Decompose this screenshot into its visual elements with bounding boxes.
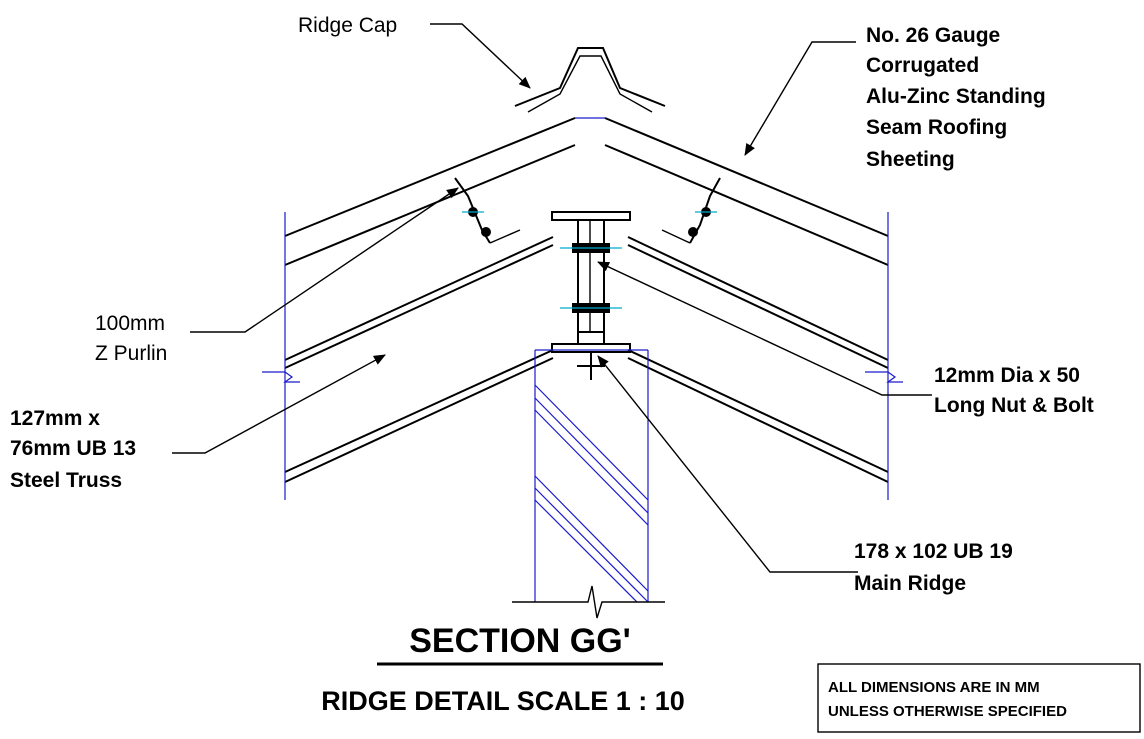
section-title: SECTION GG' (409, 622, 631, 660)
label-sheeting-line1: No. 26 Gauge (866, 24, 1000, 47)
label-sheeting-line5: Sheeting (866, 148, 955, 171)
section-subtitle: RIDGE DETAIL SCALE 1 : 10 (321, 686, 685, 716)
label-sheeting-line2: Corrugated (866, 54, 979, 77)
label-ridge-line1: 178 x 102 UB 19 (854, 540, 1013, 563)
label-truss-line3: Steel Truss (10, 469, 122, 492)
label-ridge-cap: Ridge Cap (298, 14, 397, 37)
break-lines (262, 212, 903, 500)
note-line2: UNLESS OTHERWISE SPECIFIED (828, 703, 1067, 720)
label-truss-line2: 76mm UB 13 (10, 437, 136, 460)
bolts (560, 243, 622, 313)
z-purlin-left (454, 177, 521, 244)
label-purlin-line2: Z Purlin (95, 342, 167, 365)
main-ridge-beam (551, 211, 631, 380)
label-purlin-line1: 100mm (95, 312, 165, 335)
support-column (512, 349, 665, 619)
label-ridge-line2: Main Ridge (854, 572, 966, 595)
roof-sheeting (284, 117, 889, 266)
dimension-note-box (817, 663, 1141, 733)
leader-lines (172, 23, 932, 573)
label-sheeting-line3: Alu-Zinc Standing (866, 85, 1046, 108)
label-sheeting-line4: Seam Roofing (866, 116, 1007, 139)
label-bolt-line1: 12mm Dia x 50 (934, 364, 1080, 387)
z-purlin-right (661, 177, 721, 244)
ridge-cap (514, 47, 666, 113)
steel-truss (284, 236, 889, 483)
label-truss-line1: 127mm x (10, 407, 100, 430)
label-bolt-line2: Long Nut & Bolt (934, 394, 1094, 417)
note-line1: ALL DIMENSIONS ARE IN MM (828, 679, 1040, 696)
